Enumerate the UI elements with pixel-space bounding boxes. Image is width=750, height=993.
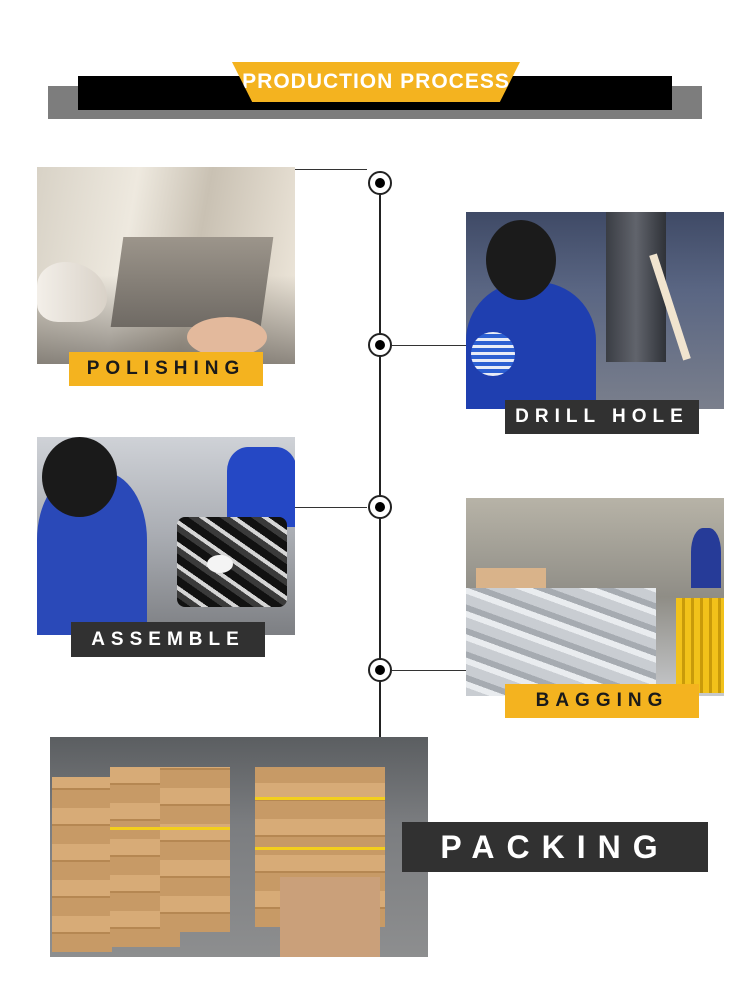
label-drill-hole: DRILL HOLE	[505, 400, 699, 434]
drill-press	[606, 212, 666, 362]
second-worker	[227, 447, 295, 527]
connector-assemble	[295, 507, 367, 508]
timeline-node-drill-hole	[368, 333, 392, 357]
connector-bagging	[392, 670, 466, 671]
timeline-line	[379, 183, 381, 739]
packing-photo	[50, 737, 428, 957]
label-bagging: BAGGING	[505, 684, 699, 718]
carton-stack	[52, 777, 112, 952]
packing-tape	[255, 797, 385, 800]
label-assemble: ASSEMBLE	[71, 622, 265, 657]
packing-tape	[110, 827, 230, 830]
polishing-photo	[37, 167, 295, 364]
carton-box	[280, 877, 380, 957]
polishing-machine	[110, 237, 274, 327]
worker-hand	[187, 317, 267, 357]
carton-stack	[160, 767, 230, 932]
assemble-photo	[37, 437, 295, 635]
packing-tape	[255, 847, 385, 850]
yellow-crate	[676, 598, 724, 693]
bagged-products-pile	[466, 588, 656, 696]
globe-logo-icon	[471, 332, 515, 376]
worker-head	[42, 437, 117, 517]
label-polishing: POLISHING	[69, 352, 263, 386]
glove	[207, 555, 233, 573]
connector-polishing	[295, 169, 367, 170]
worker	[691, 528, 721, 588]
timeline-node-polishing	[368, 171, 392, 195]
drill-hole-photo	[466, 212, 724, 409]
connector-drill-hole	[392, 345, 466, 346]
worker-head	[486, 220, 556, 300]
page-title: PRODUCTION PROCESS	[232, 62, 520, 102]
timeline-node-bagging	[368, 658, 392, 682]
label-packing: PACKING	[402, 822, 708, 872]
worker-arm	[37, 262, 107, 322]
timeline-node-assemble	[368, 495, 392, 519]
bagging-photo	[466, 498, 724, 696]
